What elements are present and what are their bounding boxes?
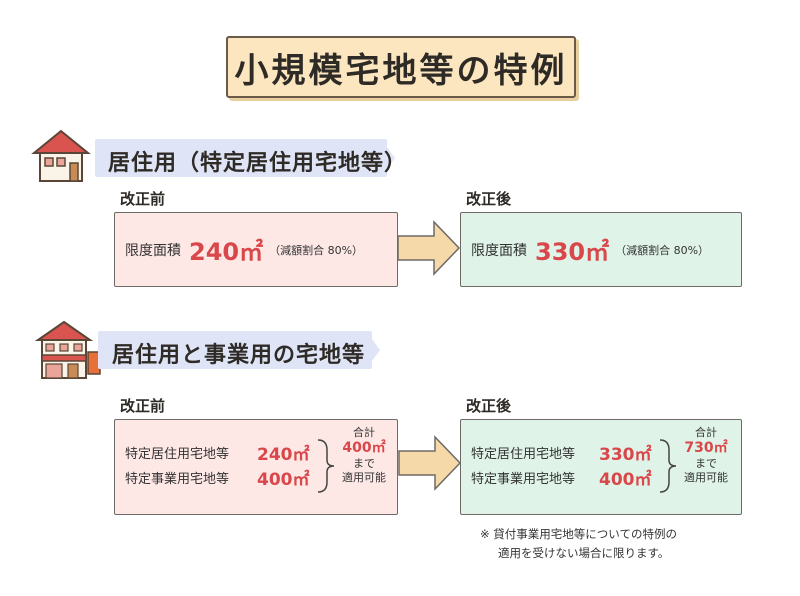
total-suffix: まで xyxy=(353,457,375,470)
ribbon-tip xyxy=(381,139,395,177)
before-box: 特定居住用宅地等 特定事業用宅地等 240㎡ 400㎡ 合計 400㎡ まで 適… xyxy=(114,419,398,515)
brace-icon xyxy=(317,439,335,493)
before-box: 限度面積 240㎡ （減額割合 80%） xyxy=(114,212,398,287)
title-box: 小規模宅地等の特例 xyxy=(226,36,576,98)
section2-heading: 居住用と事業用の宅地等 xyxy=(112,343,366,368)
row-label: 特定事業用宅地等 xyxy=(471,472,576,487)
ribbon-tip xyxy=(366,331,380,369)
section1-ribbon xyxy=(95,139,387,177)
total-label: 合計 xyxy=(695,426,717,439)
total-block: 合計 730㎡ まで 適用可能 xyxy=(678,426,734,485)
limit-label: 限度面積 xyxy=(471,242,527,259)
total-label: 合計 xyxy=(353,426,375,439)
total-value: 400㎡ xyxy=(342,440,386,456)
limit-value: 240㎡ xyxy=(189,238,264,266)
row-value: 330㎡ xyxy=(599,445,652,465)
total-block: 合計 400㎡ まで 適用可能 xyxy=(336,426,392,485)
after-box: 特定居住用宅地等 特定事業用宅地等 330㎡ 400㎡ 合計 730㎡ まで 適… xyxy=(460,419,742,515)
brace-icon xyxy=(659,439,677,493)
footnote-line: ※ 貸付事業用宅地等についての特例の xyxy=(480,527,677,541)
row-label: 特定居住用宅地等 xyxy=(125,447,230,462)
footnote: ※ 貸付事業用宅地等についての特例の 適用を受けない場合に限ります。 xyxy=(480,525,677,563)
shop-house-icon xyxy=(34,320,101,379)
row-value: 240㎡ xyxy=(257,445,310,465)
row-label: 特定事業用宅地等 xyxy=(125,472,230,487)
right-arrow-icon xyxy=(398,435,462,491)
section2-ribbon xyxy=(98,331,372,369)
row-value: 400㎡ xyxy=(257,470,310,490)
limit-label: 限度面積 xyxy=(125,242,181,259)
total-value: 730㎡ xyxy=(684,440,728,456)
row-value: 400㎡ xyxy=(599,470,652,490)
after-label: 改正後 xyxy=(466,190,512,208)
limit-value: 330㎡ xyxy=(535,238,610,266)
before-label: 改正前 xyxy=(120,397,166,415)
row-label: 特定居住用宅地等 xyxy=(471,447,576,462)
house-icon xyxy=(31,129,91,182)
limit-note: （減額割合 80%） xyxy=(269,243,364,257)
footnote-line: 適用を受けない場合に限ります。 xyxy=(498,546,670,560)
total-suffix: 適用可能 xyxy=(684,471,728,484)
after-label: 改正後 xyxy=(466,397,512,415)
before-label: 改正前 xyxy=(120,190,166,208)
right-arrow-icon xyxy=(397,220,461,276)
limit-note: （減額割合 80%） xyxy=(615,243,710,257)
total-suffix: まで xyxy=(695,457,717,470)
section1-heading: 居住用（特定居住用宅地等） xyxy=(108,151,408,176)
page-title: 小規模宅地等の特例 xyxy=(234,50,568,91)
after-box: 限度面積 330㎡ （減額割合 80%） xyxy=(460,212,742,287)
total-suffix: 適用可能 xyxy=(342,471,386,484)
